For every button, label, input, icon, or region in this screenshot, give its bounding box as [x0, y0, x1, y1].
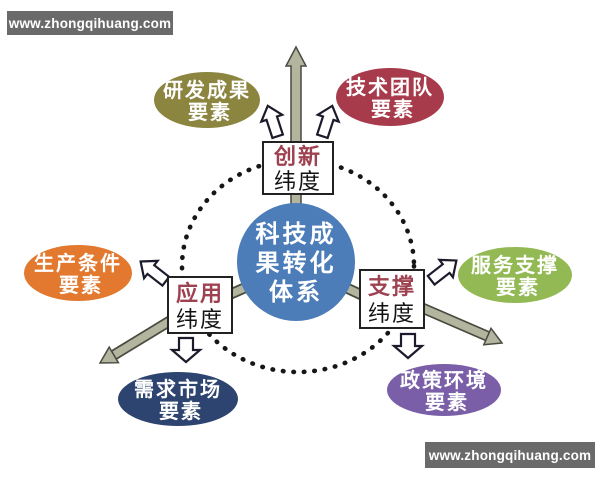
production-conditions-ellipse [24, 245, 132, 301]
center-line2: 果转化 [256, 249, 337, 277]
dimension-box-application: 应用 纬度 [167, 276, 233, 334]
service-support-line1: 服务支撑 [471, 253, 559, 277]
innovation-word: 创新 [273, 144, 322, 169]
tech-team-line1: 技术团队 [346, 75, 434, 99]
rd-achievement-line2: 要素 [188, 100, 232, 124]
demand-market-line2: 要素 [159, 399, 203, 423]
demand-market-ellipse [118, 372, 238, 426]
service-support-line2: 要素 [496, 275, 540, 299]
factor-ellipse-tech-team: 技术团队 要素 [336, 68, 444, 126]
center-line3: 体系 [269, 279, 323, 306]
factor-ellipse-service-support: 服务支撑 要素 [458, 247, 572, 303]
factor-ellipse-policy-environment: 政策环境 要素 [387, 364, 501, 416]
tech-team-line2: 要素 [371, 97, 415, 121]
arrow-to-rd-achievement [259, 104, 285, 140]
center-system-node: 科技成 果转化 体系 [237, 203, 355, 321]
center-line1: 科技成 [256, 221, 337, 248]
tech-team-ellipse [336, 68, 444, 126]
arrow-to-service-support [426, 258, 458, 287]
factor-ellipse-production-conditions: 生产条件 要素 [24, 245, 132, 301]
innovation-suffix: 纬度 [274, 169, 322, 194]
application-axis-arrowhead [98, 345, 120, 364]
watermark-top-left: www.zhongqihuang.com [7, 11, 173, 35]
production-conditions-line1: 生产条件 [34, 251, 122, 275]
application-word: 应用 [176, 281, 224, 306]
arrow-to-policy-environment [391, 332, 425, 360]
policy-environment-line1: 政策环境 [400, 368, 488, 392]
support-box [359, 269, 425, 329]
application-box [167, 276, 233, 334]
arrow-to-production-conditions [139, 259, 171, 288]
support-axis-arrow-shaft [418, 303, 489, 340]
hollow-arrows [139, 104, 458, 364]
support-suffix: 纬度 [368, 301, 416, 326]
application-suffix: 纬度 [176, 307, 224, 332]
production-conditions-line2: 要素 [59, 273, 103, 297]
center-circle [237, 203, 355, 321]
policy-environment-ellipse [387, 364, 501, 416]
factor-ellipse-demand-market: 需求市场 要素 [118, 372, 238, 426]
support-axis-arrowhead [482, 326, 504, 346]
rd-achievement-ellipse [154, 72, 260, 128]
factor-ellipse-rd-achievement: 研发成果 要素 [154, 72, 260, 128]
service-support-ellipse [458, 247, 572, 303]
watermark-bottom-right: www.zhongqihuang.com [425, 442, 595, 468]
arrow-to-demand-market [169, 336, 203, 364]
support-word: 支撑 [368, 274, 416, 299]
policy-environment-line2: 要素 [425, 390, 469, 414]
dimension-box-innovation: 创新 纬度 [262, 141, 334, 195]
innovation-box [262, 141, 334, 195]
dimension-box-support: 支撑 纬度 [359, 269, 425, 329]
demand-market-line1: 需求市场 [134, 377, 222, 401]
rd-achievement-line1: 研发成果 [163, 78, 251, 102]
arrow-to-tech-team [315, 104, 341, 140]
